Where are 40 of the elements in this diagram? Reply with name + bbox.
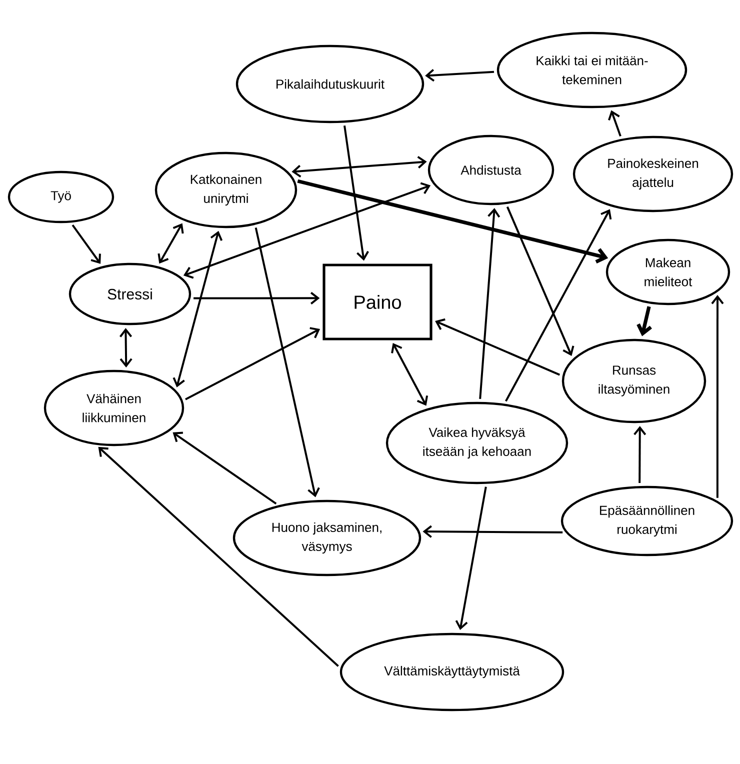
arrow [194,292,320,304]
central-box: Paino [322,264,432,340]
arrow [608,110,622,136]
arrow [435,318,560,376]
ellipse-node: Vähäinen liikkuminen [44,370,184,446]
ellipse-node: Katkonainen unirytmi [154,152,298,228]
arrow [344,126,369,261]
double-headed-arrow [292,156,427,178]
ellipse-node: Vaikea hyväksyä itseään ja kehoaan [386,402,568,484]
ellipse-node: Huono jaksaminen, väsymys [232,500,422,576]
arrow [72,224,101,264]
ellipse-node: Kaikki tai ei mitään- tekeminen [496,32,688,108]
arrow [172,432,277,504]
double-headed-arrow [391,342,428,406]
ellipse-node: Stressi [68,262,192,326]
arrow [98,446,339,667]
double-headed-arrow [183,182,431,279]
ellipse-node: Painokeskeinen ajattelu [572,136,734,212]
ellipse-node: Makean mieliteot [606,238,730,306]
arrow [254,227,320,498]
arrow [636,306,652,336]
ellipse-node: Runsas iltasyöminen [562,338,706,424]
arrow [455,486,487,630]
double-headed-arrow [158,223,184,264]
ellipse-node: Välttämiskäyttäytymistä [340,632,564,712]
arrow [185,327,320,400]
arrow [297,179,608,264]
double-headed-arrow [172,230,223,388]
ellipse-node: Ahdistusta [428,134,554,206]
arrow [422,525,563,538]
ellipse-node: Työ [8,170,114,224]
double-headed-arrow [119,328,132,368]
arrow [479,208,500,400]
ellipse-node: Pikalaihdutuskuurit [236,44,424,124]
arrow [711,295,724,498]
arrow [425,69,494,82]
arrow [506,206,574,356]
arrow [634,426,646,484]
ellipse-node: Epäsäännöllinen ruokarytmi [560,486,734,556]
arrow [505,209,612,402]
